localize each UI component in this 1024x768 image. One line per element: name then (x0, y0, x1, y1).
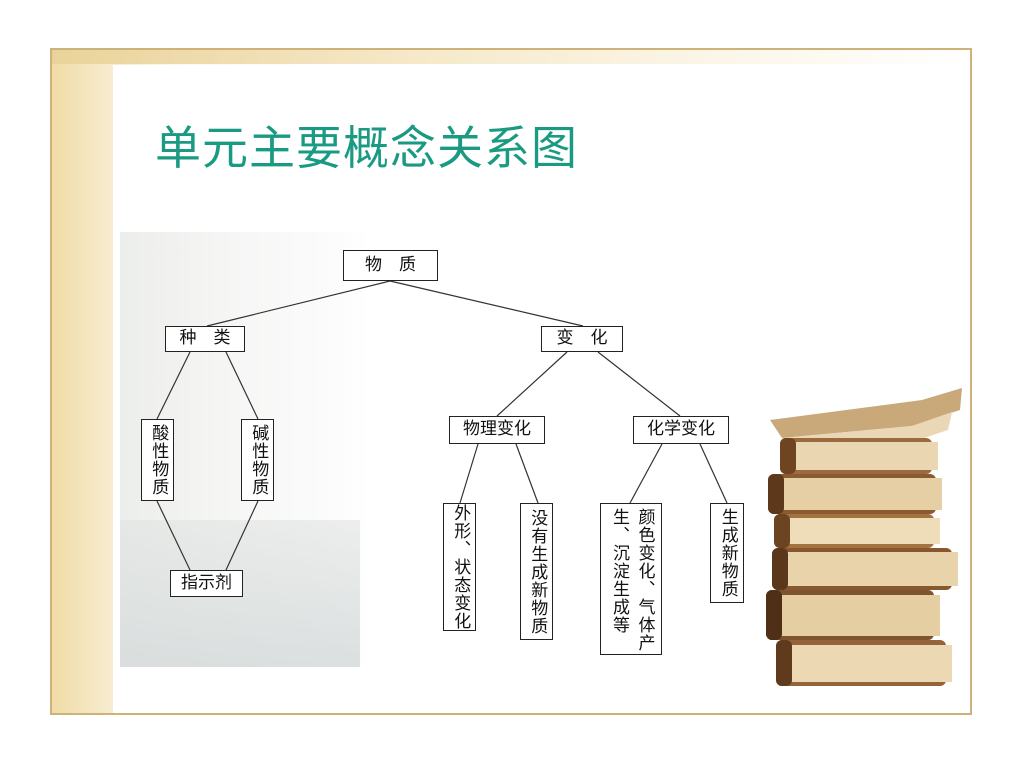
node-chem-phenomena: 颜色变化、气体产 生、沉淀生成等 (600, 503, 662, 655)
chem-phenomena-line-1: 颜色变化、气体产 (634, 508, 655, 652)
node-basic: 碱性物质 (241, 419, 274, 501)
node-shape-state-change: 外形、状态变化 (443, 503, 476, 631)
chem-phenomena-line-2: 生、沉淀生成等 (609, 508, 629, 634)
node-kinds: 种 类 (165, 326, 245, 352)
node-no-new-substance: 没有生成新物质 (520, 503, 553, 640)
slide-top-band (52, 50, 970, 64)
node-chemical-change: 化学变化 (633, 416, 729, 444)
node-change: 变 化 (541, 326, 623, 352)
node-physical-change: 物理变化 (449, 416, 545, 444)
books-stack-image (766, 388, 962, 686)
node-matter: 物 质 (343, 250, 438, 281)
node-acidic: 酸性物质 (141, 419, 174, 501)
node-indicator: 指示剂 (170, 570, 243, 597)
node-new-substance: 生成新物质 (710, 503, 744, 603)
slide-title: 单元主要概念关系图 (155, 121, 578, 175)
